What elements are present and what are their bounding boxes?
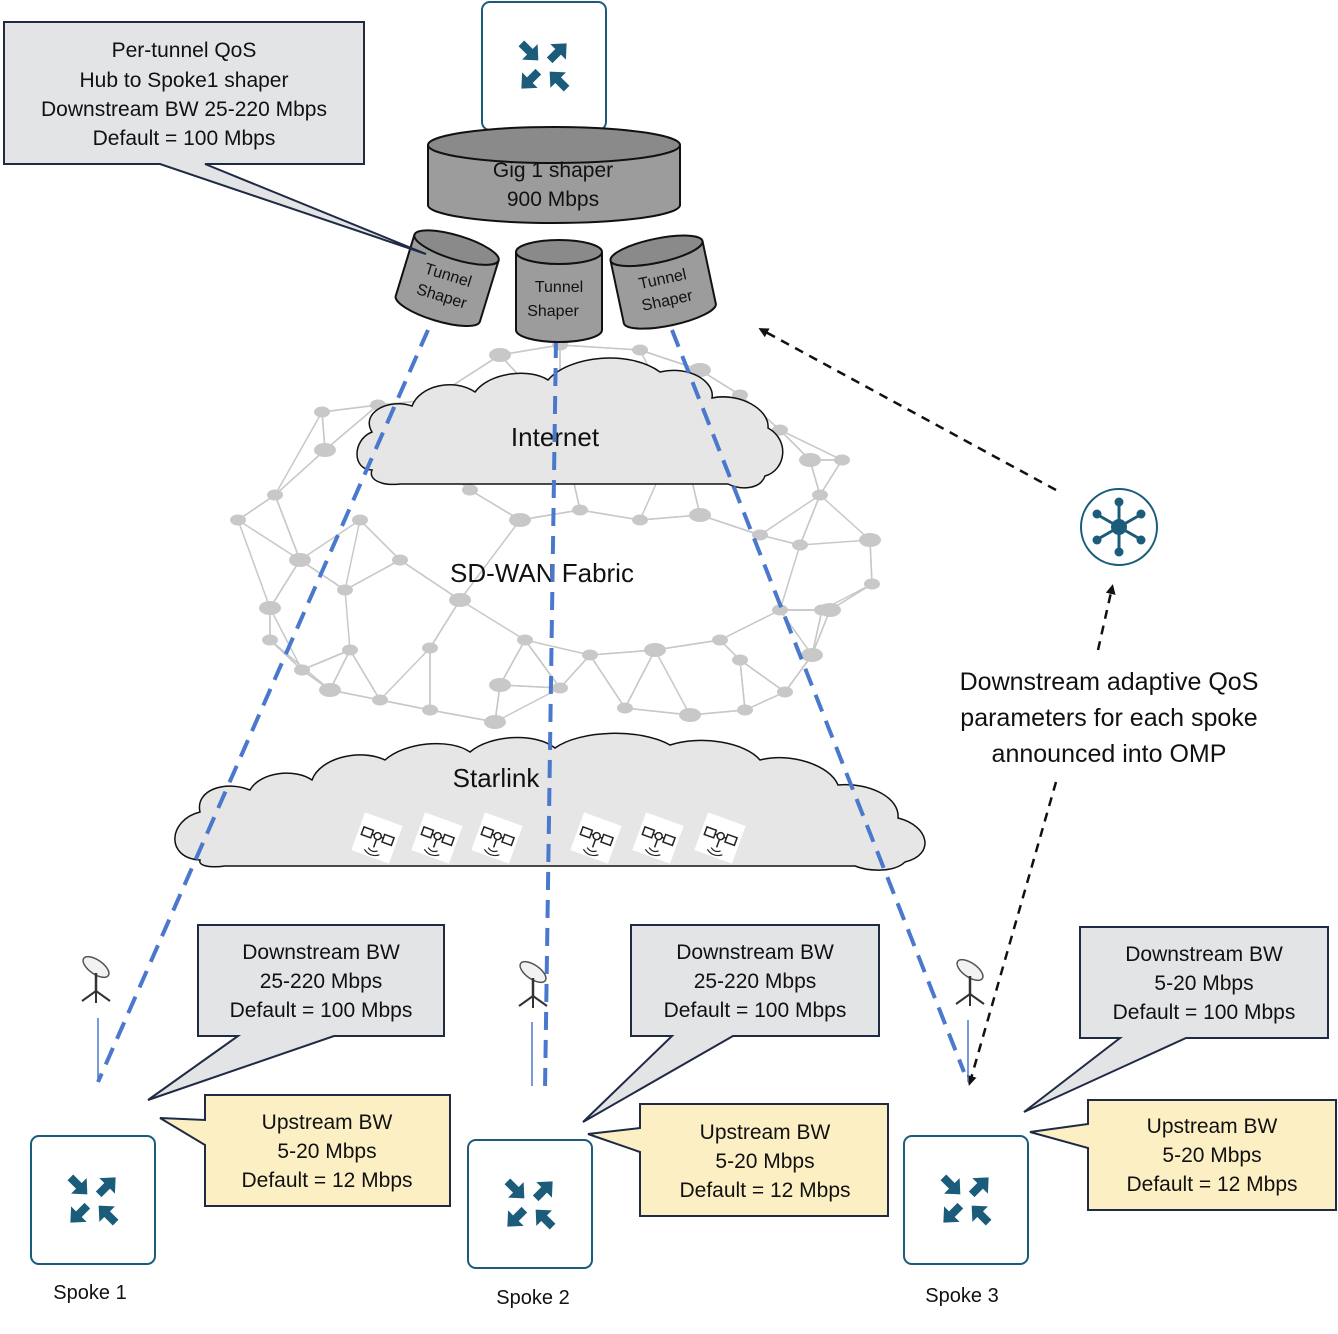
router-icon [940, 1174, 992, 1226]
hub-callout-line3: Downstream BW 25-220 Mbps [41, 98, 327, 121]
satellite-icon [471, 812, 523, 864]
spoke2-downstream-line2: 25-220 Mbps [694, 970, 817, 993]
spoke3-downstream-callout [1023, 926, 1329, 1113]
spoke2-router[interactable] [467, 1139, 593, 1269]
spoke-2: Downstream BW 25-220 Mbps Default = 100 … [467, 924, 889, 1309]
spoke3-router[interactable] [903, 1135, 1029, 1265]
tunnel-line-spoke1 [96, 329, 430, 1083]
omp-note-line1: Downstream adaptive QoS [960, 668, 1259, 696]
spoke1-downstream-line2: 25-220 Mbps [260, 970, 383, 993]
spoke3-to-note-arrow [966, 781, 1058, 1086]
spoke2-downstream-line1: Downstream BW [676, 941, 834, 964]
spoke3-downstream-line1: Downstream BW [1125, 943, 1283, 966]
omp-note: Downstream adaptive QoS parameters for e… [960, 668, 1259, 768]
router-icon [518, 40, 570, 92]
gig1-shaper-line1: Gig 1 shaper [493, 159, 613, 182]
spoke1-label: Spoke 1 [53, 1282, 126, 1304]
gig1-shaper: Gig 1 shaper 900 Mbps [427, 126, 681, 224]
spoke1-upstream-line1: Upstream BW [262, 1111, 393, 1134]
satellite-icon [411, 812, 463, 864]
satellite-dish-icon [81, 955, 111, 1003]
spoke-1: Downstream BW 25-220 Mbps Default = 100 … [30, 924, 451, 1304]
omp-note-line2: parameters for each spoke [960, 704, 1257, 732]
spoke3-label: Spoke 3 [925, 1285, 998, 1307]
tunnel-shaper-3: Tunnel Shaper [609, 234, 717, 330]
hub-callout-line2: Hub to Spoke1 shaper [80, 69, 289, 92]
spoke2-upstream-line1: Upstream BW [700, 1121, 831, 1144]
spoke1-downstream-line1: Downstream BW [242, 941, 400, 964]
satellite-icon [694, 812, 746, 864]
tunnel-shaper-2-line2: Shaper [527, 303, 579, 320]
hub-qos-callout: Per-tunnel QoS Hub to Spoke1 shaper Down… [3, 21, 427, 255]
router-icon [504, 1178, 556, 1230]
hub-callout-line1: Per-tunnel QoS [112, 39, 257, 62]
spoke2-label: Spoke 2 [496, 1287, 569, 1309]
controller-to-hub-arrow [758, 328, 1057, 492]
spoke3-downstream-line3: Default = 100 Mbps [1113, 1001, 1296, 1024]
internet-cloud [356, 357, 784, 489]
note-to-controller-arrow [1096, 584, 1116, 651]
spoke-3: Downstream BW 5-20 Mbps Default = 100 Mb… [903, 926, 1337, 1307]
hub-callout-line4: Default = 100 Mbps [93, 127, 276, 150]
tunnel-shaper-2-line1: Tunnel [535, 279, 583, 296]
spoke2-downstream-callout [582, 924, 880, 1123]
satellite-icon [632, 812, 684, 864]
spoke2-upstream-line2: 5-20 Mbps [715, 1150, 814, 1173]
spoke3-upstream-line3: Default = 12 Mbps [1126, 1173, 1297, 1196]
router-icon [67, 1174, 119, 1226]
spoke3-upstream-line1: Upstream BW [1147, 1115, 1278, 1138]
controller-node[interactable] [1080, 488, 1158, 566]
omp-arrows [758, 328, 1116, 1086]
controller-hub-icon [1092, 497, 1146, 557]
spoke1-upstream-line3: Default = 12 Mbps [241, 1169, 412, 1192]
omp-note-line3: announced into OMP [992, 740, 1227, 768]
tunnel-line-spoke3 [670, 329, 966, 1073]
spoke3-upstream-line2: 5-20 Mbps [1162, 1144, 1261, 1167]
tunnel-line-spoke2 [543, 339, 558, 1091]
starlink-label: Starlink [453, 763, 541, 793]
spoke1-downstream-callout [147, 924, 445, 1101]
tunnel-lines [96, 329, 966, 1091]
satellite-icon [570, 812, 622, 864]
satellite-icon [351, 812, 403, 864]
spoke1-router[interactable] [30, 1135, 156, 1265]
satellite-row [351, 812, 746, 864]
sdwan-fabric-label: SD-WAN Fabric [450, 558, 634, 588]
spoke3-upstream-callout [1029, 1099, 1337, 1211]
satellite-dish-icon [518, 960, 548, 1008]
spoke1-downstream-line3: Default = 100 Mbps [230, 999, 413, 1022]
spoke1-upstream-line2: 5-20 Mbps [277, 1140, 376, 1163]
spoke3-downstream-line2: 5-20 Mbps [1154, 972, 1253, 995]
spoke2-downstream-line3: Default = 100 Mbps [664, 999, 847, 1022]
spoke2-upstream-callout [587, 1103, 889, 1217]
tunnel-shaper-2: Tunnel Shaper [515, 239, 603, 343]
satellite-dish-icon [955, 958, 985, 1006]
spoke2-upstream-line3: Default = 12 Mbps [679, 1179, 850, 1202]
hub-router[interactable] [481, 1, 607, 131]
gig1-shaper-line2: 900 Mbps [507, 188, 599, 211]
spoke1-upstream-callout [159, 1094, 451, 1207]
tunnel-shaper-1: Tunnel Shaper [394, 229, 500, 328]
